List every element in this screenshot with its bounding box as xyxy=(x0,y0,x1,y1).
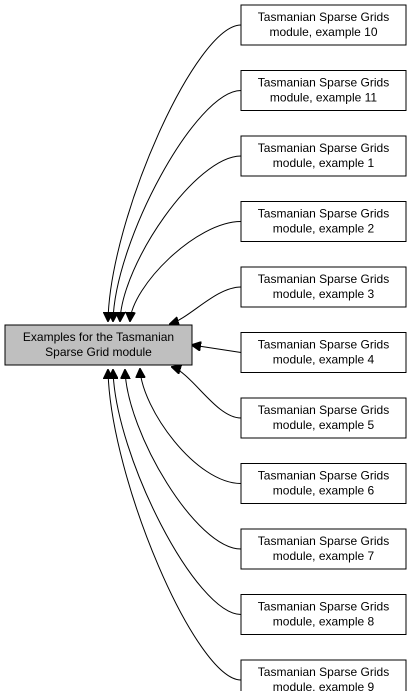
child-node-label-line-2: module, example 11 xyxy=(270,91,378,105)
child-node-box[interactable] xyxy=(240,70,407,111)
child-node-label-line-1: Tasmanian Sparse Grids xyxy=(258,600,389,614)
child-node-label-line-1: Tasmanian Sparse Grids xyxy=(258,272,389,286)
child-node-box[interactable] xyxy=(240,4,407,46)
central-node-label-line-2: Sparse Grid module xyxy=(45,345,152,359)
central-node: Examples for the Tasmanian Sparse Grid m… xyxy=(4,324,193,366)
child-node-label-line-2: module, example 1 xyxy=(273,156,375,170)
child-node-label-line-1: Tasmanian Sparse Grids xyxy=(258,141,389,155)
edge-example-1-to-central xyxy=(120,155,242,321)
child-node-label-line-2: module, example 7 xyxy=(273,549,375,563)
child-node-label-line-1: Tasmanian Sparse Grids xyxy=(258,338,389,352)
child-node-box[interactable] xyxy=(240,135,407,177)
child-node-label-line-1: Tasmanian Sparse Grids xyxy=(258,10,389,24)
child-node-label-line-2: module, example 10 xyxy=(269,25,377,39)
edge-example-10-to-central xyxy=(108,24,242,321)
central-node-label-line-1: Examples for the Tasmanian xyxy=(23,330,174,344)
nodes-layer: Examples for the Tasmanian Sparse Grid m… xyxy=(4,4,407,691)
child-node-box[interactable] xyxy=(240,201,407,242)
edge-example-4-to-central xyxy=(192,345,242,353)
edge-example-6-to-central xyxy=(140,369,242,484)
child-node-label-line-2: module, example 9 xyxy=(273,680,375,691)
child-node-box[interactable] xyxy=(240,397,407,439)
edge-example-8-to-central xyxy=(113,370,242,615)
child-node-label-line-1: Tasmanian Sparse Grids xyxy=(258,403,389,417)
child-node-label-line-2: module, example 4 xyxy=(273,353,375,367)
child-node-label-line-1: Tasmanian Sparse Grids xyxy=(258,207,389,221)
child-node-label-line-1: Tasmanian Sparse Grids xyxy=(258,665,389,679)
edge-example-7-to-central xyxy=(125,370,242,550)
child-node-label-line-2: module, example 5 xyxy=(273,418,375,432)
edge-example-3-to-central xyxy=(170,286,242,324)
edge-example-2-to-central xyxy=(130,221,242,322)
child-node-box[interactable] xyxy=(240,266,407,308)
child-node-label-line-1: Tasmanian Sparse Grids xyxy=(258,534,389,548)
edge-example-5-to-central xyxy=(172,367,242,419)
child-node-label-line-1: Tasmanian Sparse Grids xyxy=(258,76,389,90)
child-node-box[interactable] xyxy=(240,463,407,504)
central-node-box xyxy=(4,324,193,366)
edges-layer xyxy=(108,24,242,681)
child-node-box[interactable] xyxy=(240,594,407,635)
child-node-label-line-1: Tasmanian Sparse Grids xyxy=(258,469,389,483)
child-node-label-line-2: module, example 6 xyxy=(273,484,375,498)
child-node-box[interactable] xyxy=(240,528,407,570)
child-node-label-line-2: module, example 2 xyxy=(273,222,375,236)
child-node-box[interactable] xyxy=(240,659,407,691)
child-node-label-line-2: module, example 3 xyxy=(273,287,375,301)
edge-example-11-to-central xyxy=(113,90,242,322)
edge-example-9-to-central xyxy=(108,370,242,681)
child-node-box[interactable] xyxy=(240,332,407,373)
child-node-label-line-2: module, example 8 xyxy=(273,615,375,629)
